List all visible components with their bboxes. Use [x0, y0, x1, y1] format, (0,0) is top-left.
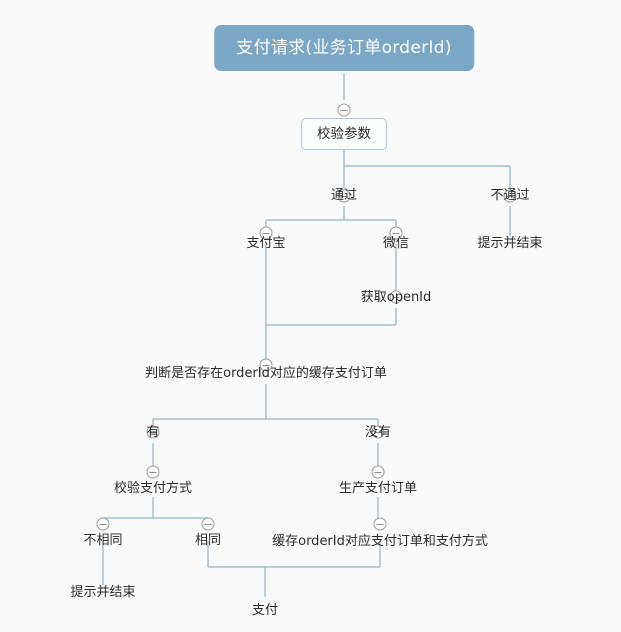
minus-circle-icon-check-cache[interactable]: [259, 358, 273, 372]
node-pay[interactable]: 支付: [251, 603, 279, 618]
node-wechat[interactable]: 微信: [382, 236, 410, 251]
node-check-pay-method[interactable]: 校验支付方式: [113, 481, 193, 496]
node-not-same[interactable]: 不相同: [83, 533, 123, 548]
minus-circle-icon-same[interactable]: [201, 517, 215, 531]
minus-circle-icon-wechat[interactable]: [389, 226, 403, 240]
minus-circle-icon-create-order[interactable]: [371, 465, 385, 479]
node-cache-order[interactable]: 缓存orderId对应支付订单和支付方式: [272, 534, 488, 549]
minus-circle-icon-cache-order[interactable]: [373, 517, 387, 531]
minus-circle-icon-alipay[interactable]: [259, 226, 273, 240]
node-pass[interactable]: 通过: [330, 188, 358, 203]
node-not-same-end[interactable]: 提示并结束: [70, 585, 136, 600]
node-not-pass[interactable]: 不通过: [490, 188, 530, 203]
node-alipay[interactable]: 支付宝: [246, 236, 286, 251]
minus-circle-icon-not-same[interactable]: [96, 517, 110, 531]
minus-circle-icon-has-cache[interactable]: [146, 425, 160, 439]
node-not-pass-end[interactable]: 提示并结束: [477, 236, 543, 251]
node-no-cache[interactable]: 没有: [364, 425, 392, 440]
node-same[interactable]: 相同: [194, 533, 222, 548]
node-create-order[interactable]: 生产支付订单: [338, 481, 418, 496]
node-get-openid[interactable]: 获取openId: [360, 290, 432, 305]
minus-circle-icon-validate-params[interactable]: [337, 103, 351, 117]
node-check-cache[interactable]: 判断是否存在orderId对应的缓存支付订单: [145, 366, 387, 381]
minus-circle-icon-not-pass[interactable]: [503, 189, 517, 203]
node-payment-request[interactable]: 支付请求(业务订单orderId): [214, 25, 474, 71]
node-validate-params[interactable]: 校验参数: [301, 118, 387, 150]
minus-circle-icon-pass[interactable]: [337, 189, 351, 203]
node-has-cache[interactable]: 有: [146, 425, 160, 440]
minus-circle-icon-no-cache[interactable]: [371, 425, 385, 439]
minus-circle-icon-check-pay-method[interactable]: [146, 465, 160, 479]
minus-circle-icon-get-openid[interactable]: [389, 290, 403, 304]
